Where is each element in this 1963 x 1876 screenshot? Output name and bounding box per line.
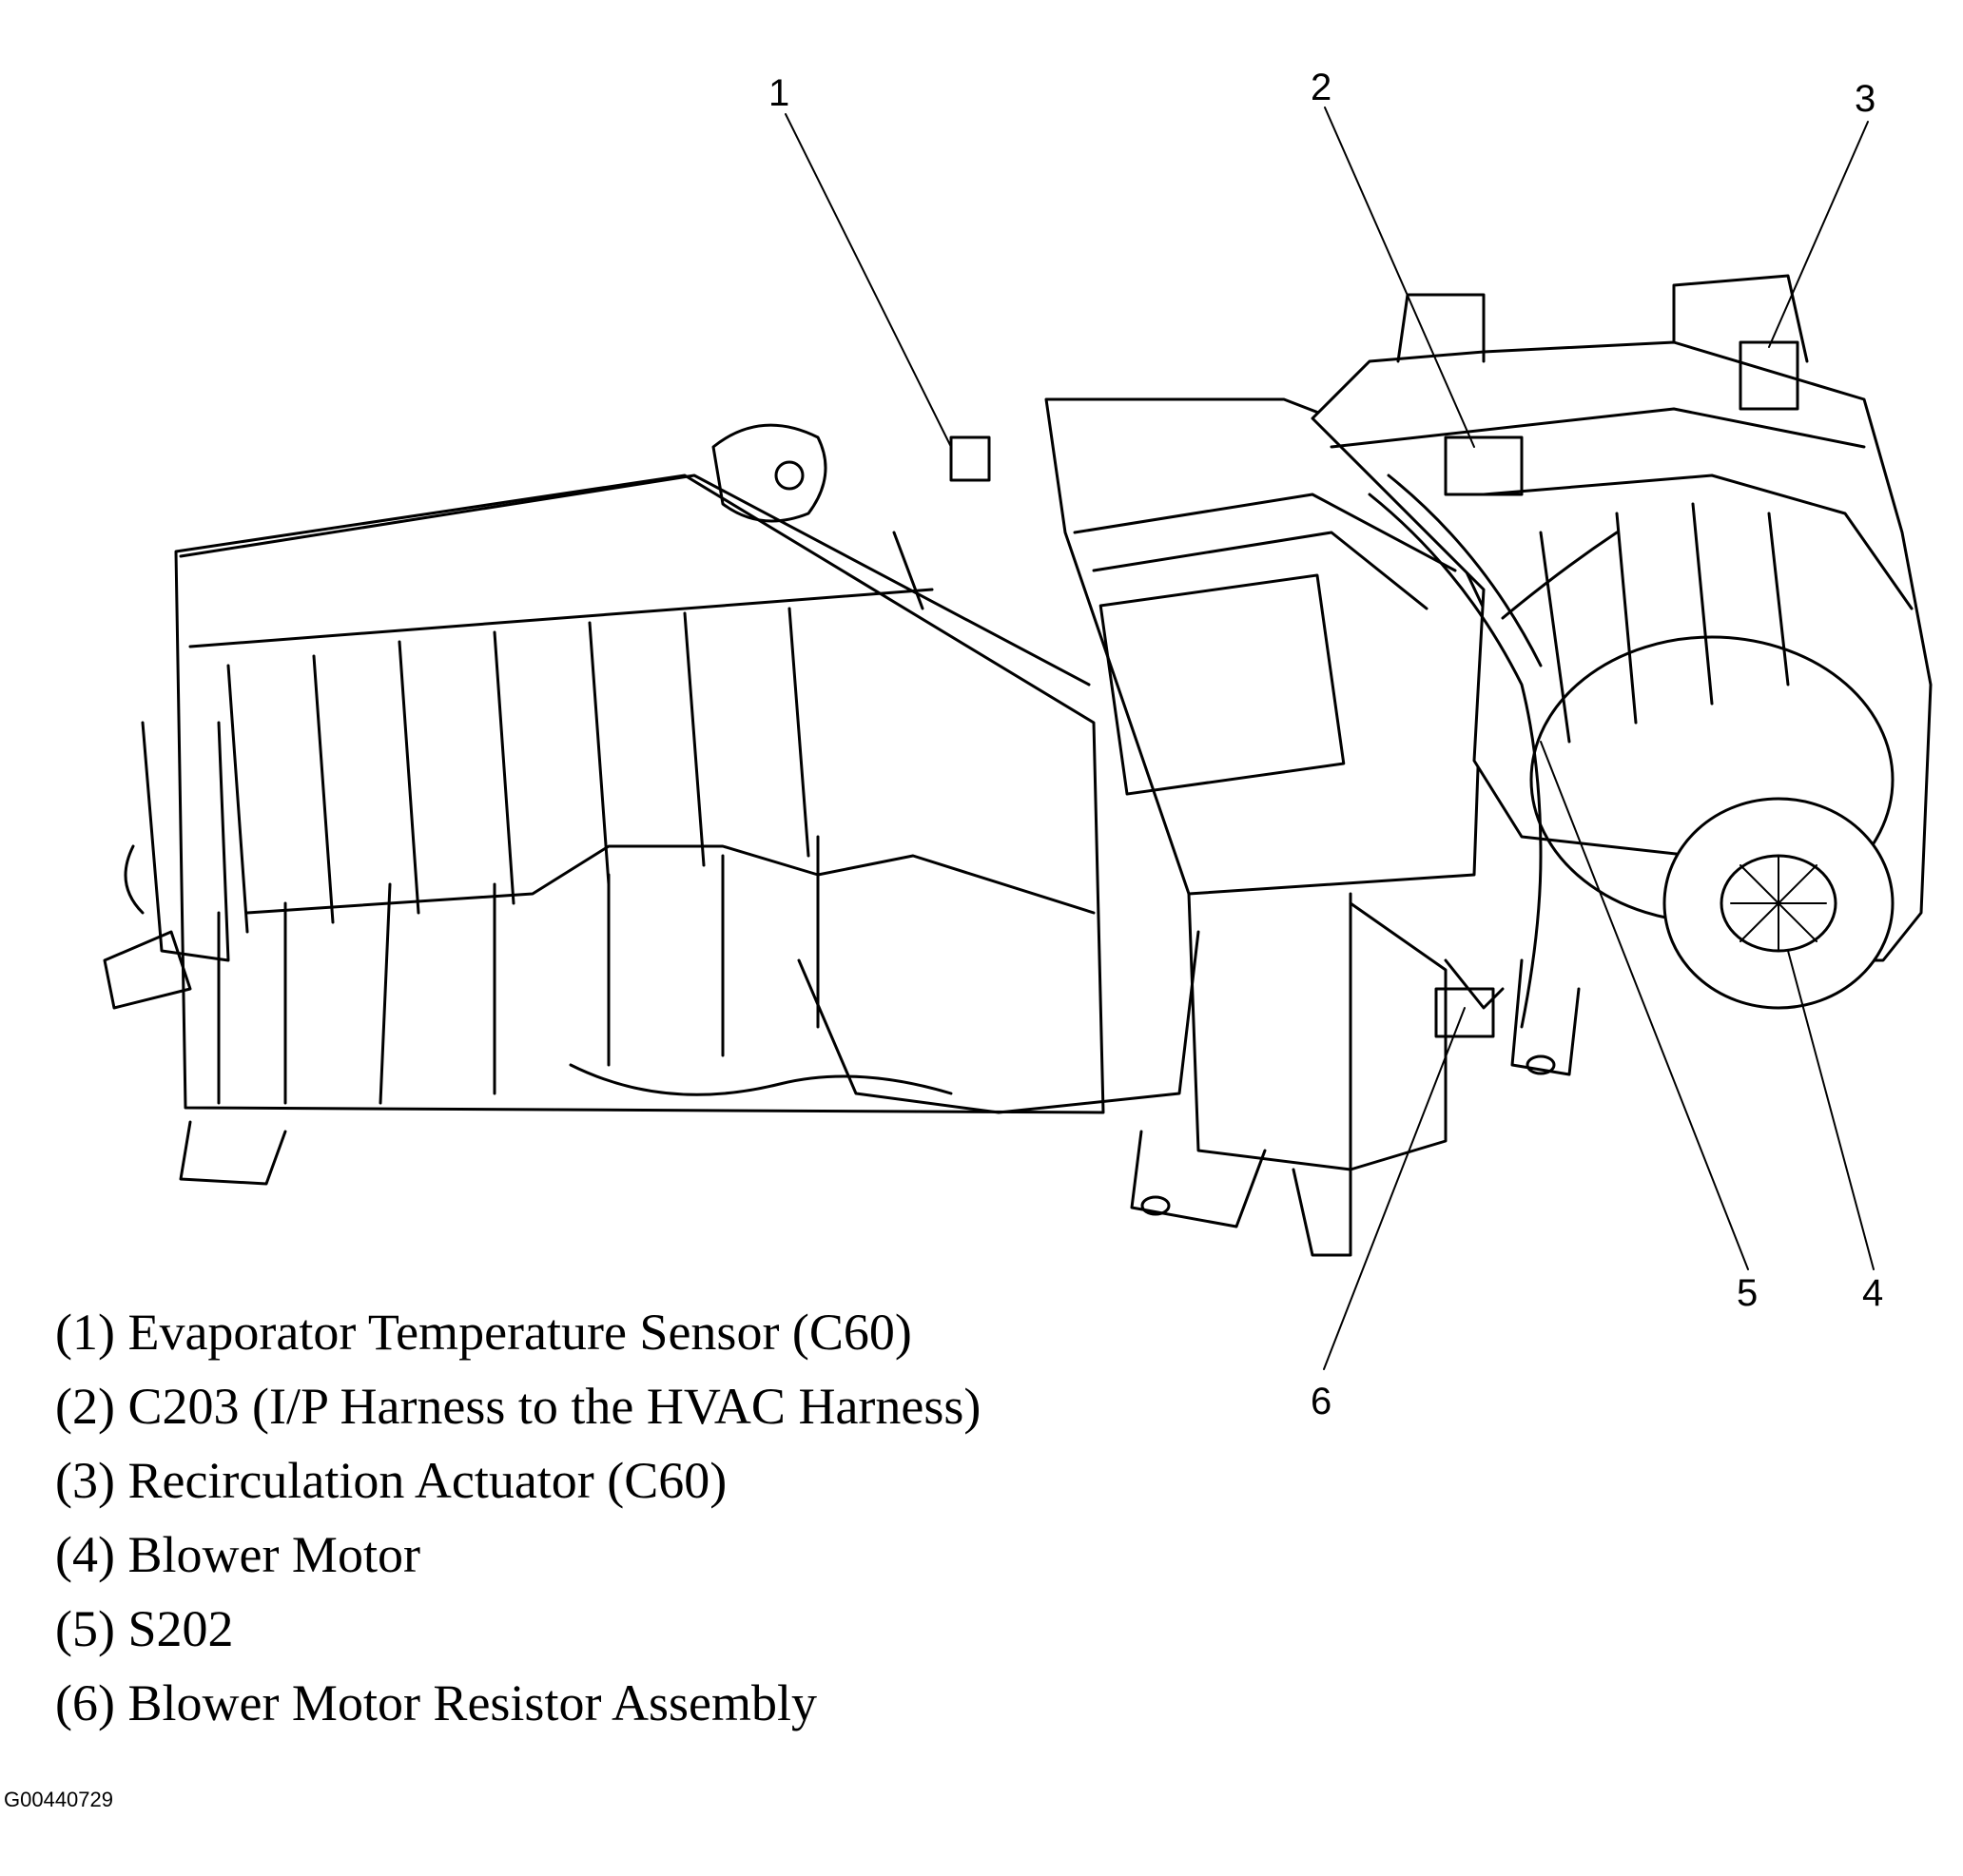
wiring-harness: [711, 340, 1799, 1038]
leader-line-1: [785, 113, 952, 448]
legend-item: (3) Recirculation Actuator (C60): [55, 1452, 728, 1509]
callout-6: 6: [1311, 1381, 1332, 1422]
blower-housing: [1311, 274, 1933, 1076]
figure-id: G00440729: [4, 1788, 113, 1811]
legend-item: (5) S202: [55, 1600, 234, 1657]
leader-line-3: [1768, 121, 1869, 348]
callout-2: 2: [1311, 67, 1332, 108]
callout-4: 4: [1862, 1272, 1884, 1314]
callout-5: 5: [1737, 1272, 1759, 1314]
evaporator-housing: [103, 474, 1200, 1186]
callout-3: 3: [1855, 78, 1876, 120]
legend-item: (1) Evaporator Temperature Sensor (C60): [55, 1304, 912, 1361]
component-legend: (1) Evaporator Temperature Sensor (C60) …: [55, 1295, 981, 1740]
leader-line-5: [1540, 741, 1749, 1270]
leader-line-4: [1787, 950, 1875, 1270]
legend-item: (6) Blower Motor Resistor Assembly: [55, 1674, 817, 1731]
leader-line-6: [1323, 1007, 1466, 1370]
legend-item: (4) Blower Motor: [55, 1526, 420, 1583]
legend-item: (2) C203 (I/P Harness to the HVAC Harnes…: [55, 1378, 982, 1435]
callout-leaders: [785, 106, 1875, 1370]
leader-line-2: [1324, 106, 1475, 448]
callout-1: 1: [768, 72, 790, 114]
